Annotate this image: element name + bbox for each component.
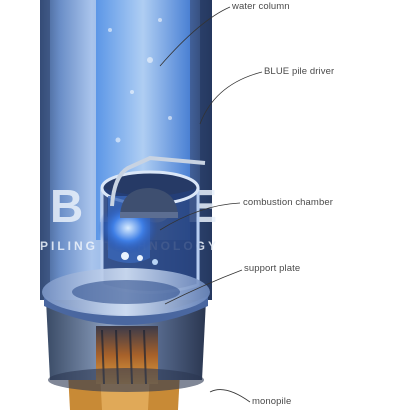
leader-lines — [159, 6, 263, 403]
leader-combustion-chamber — [159, 202, 241, 231]
label-pile-driver: BLUE pile driver — [264, 66, 335, 77]
support-plate — [42, 268, 210, 325]
fuel-pipe — [110, 155, 206, 207]
label-combustion-chamber: combustion chamber — [243, 197, 333, 208]
leader-water-column — [159, 6, 231, 67]
label-monopile: monopile — [252, 396, 292, 407]
leader-support-plate — [164, 269, 243, 305]
label-support-plate: support plate — [244, 263, 301, 274]
label-water-column: water column — [232, 1, 290, 12]
leader-monopile — [209, 389, 251, 403]
water-column — [108, 18, 172, 143]
leader-pile-driver — [199, 71, 263, 125]
